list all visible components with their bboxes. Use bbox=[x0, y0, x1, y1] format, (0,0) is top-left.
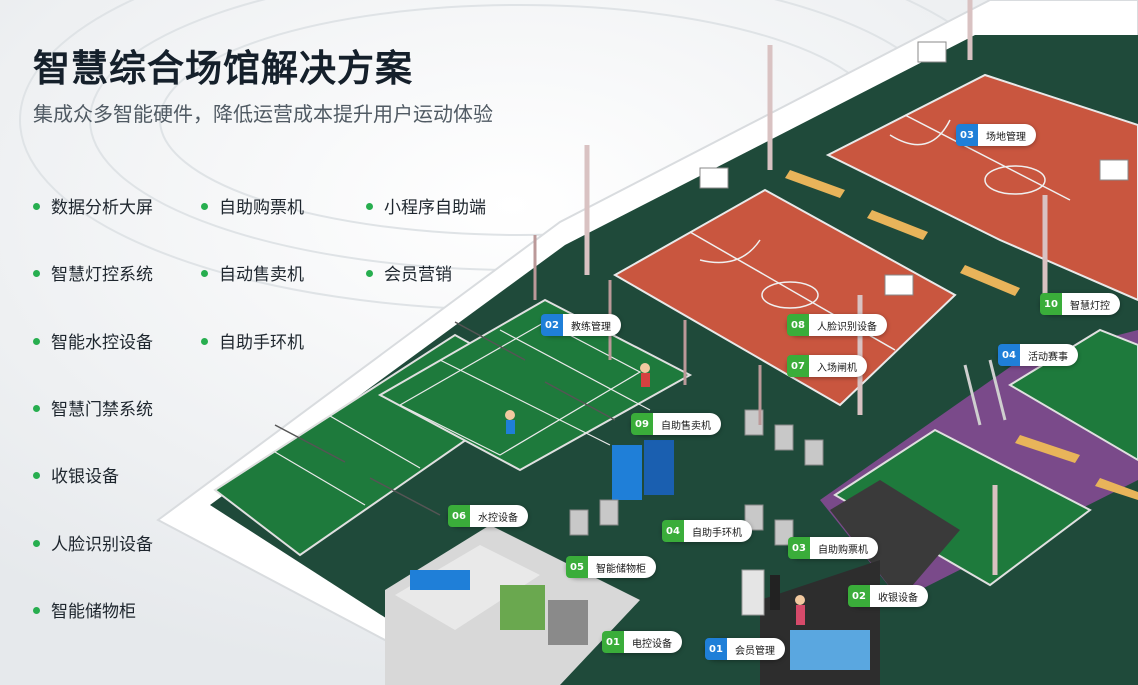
bullet-icon bbox=[366, 269, 373, 277]
shop-display bbox=[830, 480, 960, 600]
page-subtitle: 集成众多智能硬件，降低运营成本提升用户运动体验 bbox=[33, 102, 493, 126]
players bbox=[505, 363, 805, 625]
page-title: 智慧综合场馆解决方案 bbox=[33, 47, 413, 90]
feature-item: 自助购票机 bbox=[201, 193, 304, 218]
court-lines-top bbox=[889, 114, 1071, 201]
feature-item: 智能储物柜 bbox=[33, 597, 136, 622]
bullet-icon bbox=[201, 202, 208, 210]
cashier-counter bbox=[790, 630, 870, 670]
vending-machine-2 bbox=[644, 440, 674, 495]
bullet-icon bbox=[33, 471, 40, 479]
bullet-icon bbox=[201, 269, 208, 277]
feature-item: 智慧灯控系统 bbox=[33, 260, 153, 285]
wristband-kiosk bbox=[770, 575, 780, 610]
bullet-icon bbox=[33, 202, 40, 210]
bullet-icon bbox=[33, 404, 40, 412]
feature-item: 收银设备 bbox=[33, 462, 119, 487]
bullet-icon bbox=[33, 269, 40, 277]
bullet-icon bbox=[201, 337, 208, 345]
water-control-panel bbox=[410, 570, 470, 590]
feature-item: 自动售卖机 bbox=[201, 260, 304, 285]
basketball-court-middle bbox=[612, 188, 957, 407]
feature-item: 自助手环机 bbox=[201, 328, 304, 353]
feature-item: 会员营销 bbox=[366, 260, 452, 285]
feature-item: 小程序自助端 bbox=[366, 193, 486, 218]
feature-item: 数据分析大屏 bbox=[33, 193, 153, 218]
basketball-court-top bbox=[825, 73, 1138, 302]
bullet-icon bbox=[33, 539, 40, 547]
bullet-icon bbox=[366, 202, 373, 210]
badminton-lines bbox=[274, 321, 651, 506]
feature-item: 智慧门禁系统 bbox=[33, 395, 153, 420]
bullet-icon bbox=[33, 337, 40, 345]
benches bbox=[785, 170, 1138, 500]
ticket-kiosk bbox=[741, 569, 765, 616]
locker-cabinet-grey bbox=[548, 600, 588, 645]
feature-item: 人脸识别设备 bbox=[33, 530, 153, 555]
backboards bbox=[699, 41, 1129, 296]
referee-chair bbox=[963, 359, 1007, 426]
vending-machine-1 bbox=[612, 445, 642, 500]
bullet-icon bbox=[33, 606, 40, 614]
feature-item: 智能水控设备 bbox=[33, 328, 153, 353]
badminton-nets bbox=[274, 321, 616, 516]
locker-cabinet bbox=[500, 585, 545, 630]
badminton-court-middle bbox=[377, 298, 693, 472]
